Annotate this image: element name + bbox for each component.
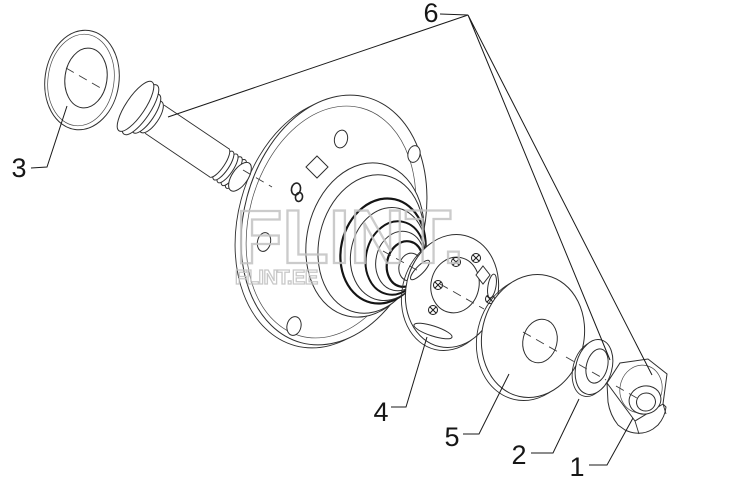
hub-bolt-hole <box>286 316 302 336</box>
part-label-4: 4 <box>373 397 388 427</box>
hub-bolt-hole <box>407 145 421 163</box>
hub-bolt-hole <box>256 232 272 252</box>
retainer-slot <box>413 322 453 340</box>
part-labels: 6 3 4 5 2 1 <box>11 0 584 482</box>
part-2-small-washer <box>571 339 614 397</box>
leader-lines <box>30 13 653 466</box>
part-label-3: 3 <box>11 153 26 183</box>
hub-bearing-rings <box>305 162 427 318</box>
hub-flange <box>234 94 428 349</box>
part-label-1: 1 <box>569 452 584 482</box>
watermark-secondary: FLINT.EE <box>235 267 318 289</box>
leader-line-2 <box>531 398 580 454</box>
part-1-hex-nut <box>606 358 668 435</box>
retainer-diamond-cutout <box>475 265 491 285</box>
shaft-end-cap <box>228 161 252 192</box>
retainer-slot <box>487 273 497 299</box>
leader-line-4 <box>391 336 428 408</box>
part-5-flat-washer <box>475 274 586 401</box>
part-3-seal-disc <box>44 29 120 131</box>
part-label-6: 6 <box>423 0 438 28</box>
center-axis-line <box>65 67 643 402</box>
leader-line-5 <box>463 373 510 435</box>
part-label-2: 2 <box>511 440 526 470</box>
retainer-slot <box>410 259 430 281</box>
leader-line-6 <box>167 13 653 376</box>
leader-line-1 <box>589 417 634 466</box>
hub-bolt-hole <box>333 129 349 149</box>
part-6-axle-shaft <box>116 80 252 192</box>
watermark-primary: FLINT. <box>236 195 464 280</box>
hub-diamond-cutout <box>305 155 329 179</box>
watermark: FLINT. FLINT.EE <box>234 194 465 290</box>
part-label-5: 5 <box>444 422 459 452</box>
hub-fitting-detail <box>290 182 304 203</box>
leader-line-3 <box>30 105 68 169</box>
